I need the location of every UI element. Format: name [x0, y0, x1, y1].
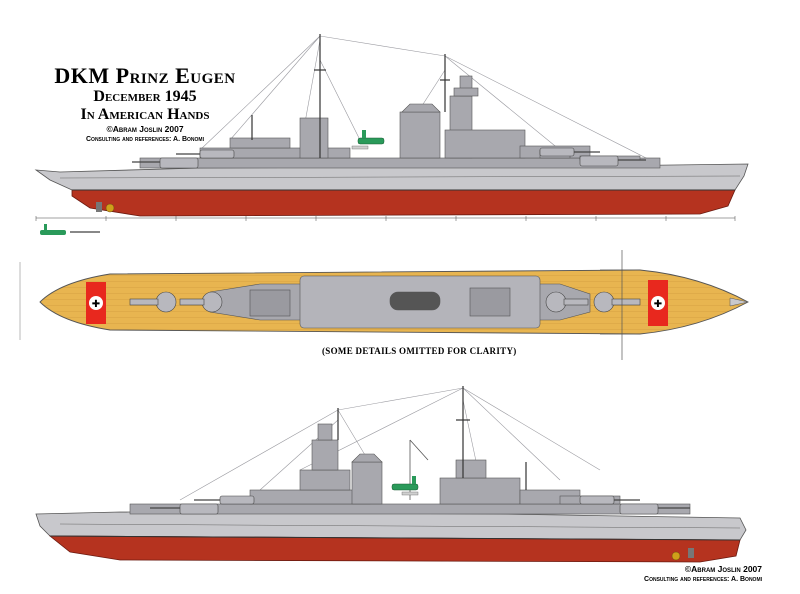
svg-text:✚: ✚	[92, 299, 100, 310]
svg-text:✚: ✚	[654, 299, 662, 310]
top-propeller	[105, 203, 115, 213]
footer-references: Consulting and references: A. Bonomi	[644, 576, 762, 583]
top-profile-view	[34, 34, 749, 217]
bottom-aircraft	[391, 476, 419, 496]
plan-view-note: (SOME DETAILS OMITTED FOR CLARITY)	[322, 346, 517, 356]
top-turrets	[132, 147, 646, 169]
plan-superstructure	[209, 275, 591, 329]
bottom-hull-red	[48, 535, 741, 563]
top-rigging	[199, 35, 651, 161]
date-line: December 1945	[93, 88, 197, 105]
top-aircraft	[351, 130, 385, 150]
ship-name: DKM Prinz Eugen	[54, 63, 236, 88]
top-rudder	[96, 202, 102, 212]
scale-ruler	[19, 216, 736, 340]
author-credit: ©Abram Joslin 2007	[106, 124, 184, 134]
deck-plan-view: ✚ ✚	[39, 250, 749, 360]
bottom-propeller	[671, 551, 681, 561]
plan-mast-spar	[600, 250, 640, 360]
footer-credit: ©Abram Joslin 2007 Consulting and refere…	[644, 564, 762, 584]
bottom-turrets	[150, 495, 690, 515]
bottom-profile-view	[35, 386, 747, 563]
subtitle-line: In American Hands	[80, 106, 210, 123]
top-masts	[251, 34, 450, 158]
stern-flag: ✚	[648, 280, 668, 326]
bottom-superstructure	[129, 423, 691, 515]
plan-turrets	[129, 291, 641, 313]
bottom-crane	[409, 439, 429, 500]
bottom-masts	[337, 386, 527, 490]
footer-author: ©Abram Joslin 2007	[684, 564, 762, 574]
bottom-rudder	[688, 548, 694, 558]
title-block: DKM Prinz Eugen December 1945 In America…	[40, 64, 250, 144]
top-hull-red	[71, 189, 736, 217]
bow-flag: ✚	[86, 282, 106, 324]
references-credit: Consulting and references: A. Bonomi	[86, 136, 204, 143]
bottom-rigging	[179, 387, 601, 501]
